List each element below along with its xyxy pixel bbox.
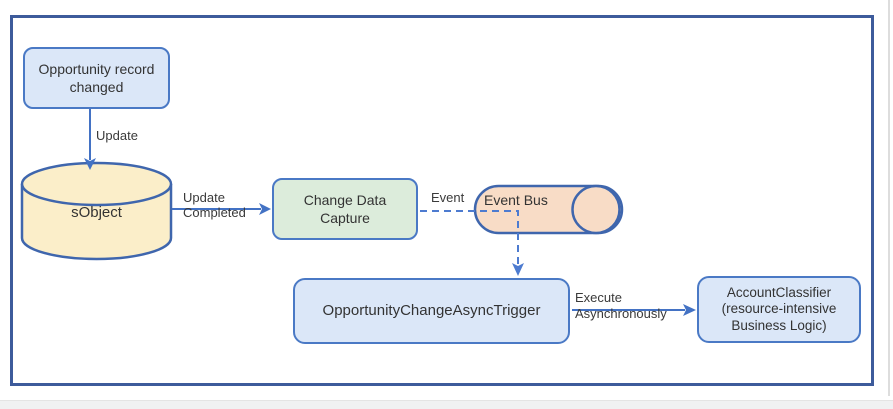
edge-label-execute-asynchronously: Execute Asynchronously <box>575 290 667 322</box>
arrow-event-dashed <box>420 210 524 276</box>
arrow-update-completed <box>172 203 271 215</box>
node-change-data-capture: Change Data Capture <box>272 178 418 240</box>
node-opportunity-record-changed: Opportunity record changed <box>23 47 170 109</box>
arrow-execute <box>572 304 696 316</box>
node-event-bus-label: Event Bus <box>484 192 548 208</box>
edge-label-update-completed-line1: Update <box>183 190 225 205</box>
node-account-classifier: AccountClassifier (resource-intensive Bu… <box>697 276 861 343</box>
edge-label-update-completed-line2: Completed <box>183 205 246 220</box>
edge-label-update-completed: Update Completed <box>183 190 246 220</box>
event-bus-shape <box>473 184 624 235</box>
bottom-gray-bar <box>0 400 893 409</box>
node-sobject-label: sObject <box>71 204 122 221</box>
edge-label-update: Update <box>96 128 138 143</box>
sobject-cylinder-shape <box>20 161 173 261</box>
edge-label-execute-line1: Execute <box>575 290 622 305</box>
page-right-edge-line <box>888 0 890 396</box>
edge-label-event: Event <box>431 190 465 205</box>
node-opportunity-change-async-trigger: OpportunityChangeAsyncTrigger <box>293 278 570 344</box>
edge-label-execute-line2: Asynchronously <box>575 306 667 321</box>
arrow-update <box>84 109 96 170</box>
